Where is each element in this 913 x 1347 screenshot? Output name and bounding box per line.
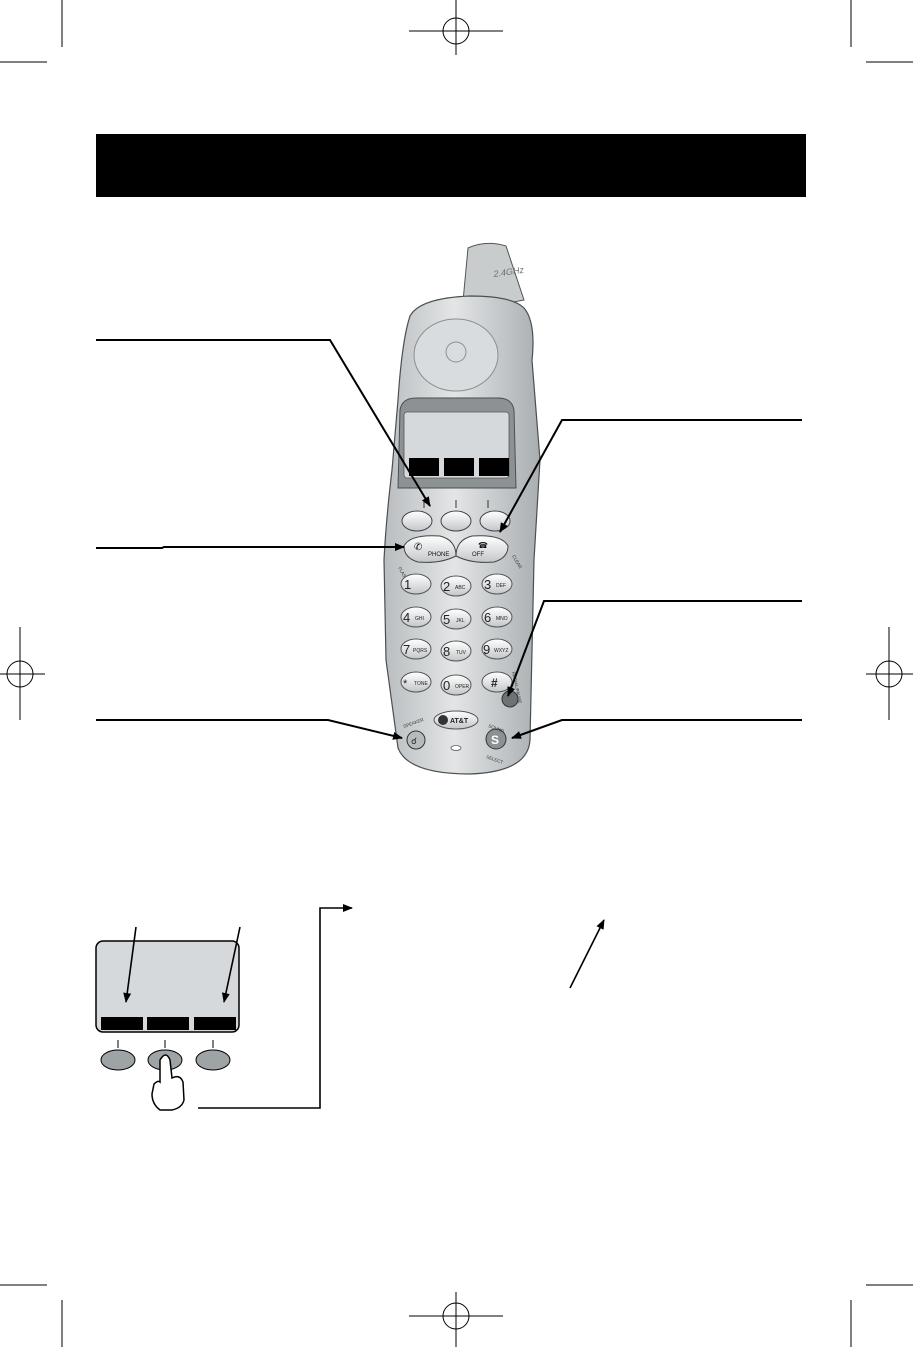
key-5[interactable]: 5 JKL	[441, 609, 471, 629]
key-7-digit: 7	[403, 642, 410, 657]
cordless-handset: 2.4GHz ✆ PHONE OFF	[384, 243, 540, 774]
key-star-letters: TONE	[414, 681, 428, 687]
key-0-letters: OPER	[455, 684, 470, 690]
key-2-digit: 2	[443, 579, 450, 594]
key-star[interactable]: * TONE	[401, 672, 431, 692]
handset-softkey-1[interactable]	[402, 511, 432, 531]
leader-phone-key	[96, 547, 404, 548]
registration-mark-right	[866, 627, 913, 720]
diagram-softkey-label-2	[147, 1017, 189, 1030]
leader-softkeys	[96, 340, 430, 506]
key-4[interactable]: 4 GHI	[401, 607, 431, 627]
phone-key-handset-icon: ✆	[414, 542, 422, 553]
leader-speaker	[96, 720, 402, 738]
handset-softkey-label-3	[479, 458, 509, 476]
leader-select	[512, 720, 802, 738]
key-3-letters: DEF	[496, 583, 506, 589]
key-6[interactable]: 6 MNO	[482, 607, 512, 627]
registration-mark-bottom	[409, 1292, 503, 1347]
registration-mark-top	[409, 0, 503, 55]
key-8-letters: TUV	[456, 650, 467, 656]
key-4-digit: 4	[403, 610, 410, 625]
registration-mark-left	[0, 627, 45, 720]
diagram-softkey-label-3	[194, 1017, 236, 1030]
key-2-letters: ABC	[455, 585, 466, 591]
leader-up-arrow	[570, 920, 604, 988]
off-key-hangup-icon: ☎	[478, 541, 488, 550]
key-0[interactable]: 0 OPER	[441, 675, 471, 695]
key-pound[interactable]: #	[482, 672, 512, 692]
att-brand-text: AT&T	[450, 718, 469, 725]
speaker-icon: ☌	[411, 736, 417, 746]
key-3-digit: 3	[484, 577, 491, 592]
handset-softkey-label-1	[409, 458, 439, 476]
leader-off-key	[500, 420, 802, 532]
key-8-digit: 8	[443, 644, 450, 659]
key-8[interactable]: 8 TUV	[441, 641, 471, 661]
key-5-digit: 5	[443, 612, 450, 627]
key-9-digit: 9	[483, 642, 490, 657]
handset-softkey-2[interactable]	[441, 511, 471, 531]
key-7-letters: PQRS	[413, 648, 428, 654]
key-0-digit: 0	[443, 678, 450, 693]
earpiece	[414, 319, 498, 391]
microphone	[451, 746, 461, 751]
select-key-letter: S	[491, 733, 499, 747]
key-2[interactable]: 2 ABC	[441, 576, 471, 596]
key-5-letters: JKL	[456, 618, 465, 624]
phone-key-label: PHONE	[428, 552, 449, 558]
key-3[interactable]: 3 DEF	[482, 574, 512, 594]
key-1-digit: 1	[404, 577, 411, 592]
leader-redial	[508, 601, 802, 696]
diagram-softkey-label-1	[101, 1017, 143, 1030]
softkey-display-diagram	[96, 941, 239, 1110]
key-6-digit: 6	[484, 610, 491, 625]
off-key-label: OFF	[472, 552, 484, 558]
key-star-digit: *	[403, 678, 408, 690]
key-9-letters: WXYZ	[494, 648, 508, 654]
att-logo: AT&T	[434, 711, 478, 729]
key-pound-digit: #	[491, 676, 498, 690]
diagram-softkey-1[interactable]	[101, 1050, 135, 1070]
key-1[interactable]: 1	[401, 574, 431, 594]
diagram-softkey-3[interactable]	[196, 1050, 230, 1070]
handset-softkey-label-2	[444, 458, 474, 476]
key-4-letters: GHI	[415, 616, 424, 622]
phone-flash-key[interactable]	[404, 536, 456, 563]
key-6-letters: MNO	[496, 616, 508, 622]
key-9[interactable]: 9 WXYZ	[482, 639, 512, 659]
